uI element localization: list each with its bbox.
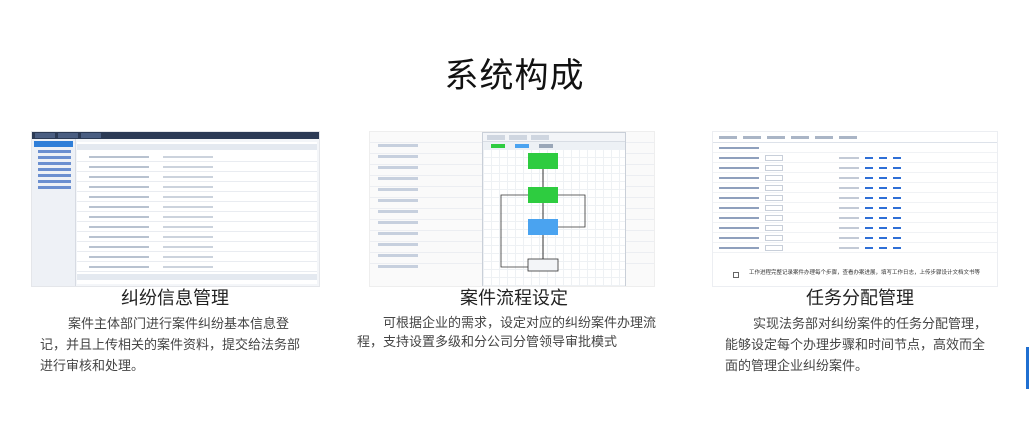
flow-node-start — [528, 153, 558, 169]
flow-chart-svg — [500, 153, 586, 272]
card-title-dispute-info: 纠纷信息管理 — [121, 288, 229, 309]
flow-diagram-panel — [482, 132, 626, 286]
checkbox-icon — [733, 272, 739, 278]
flow-node-end — [527, 258, 559, 272]
card-desc-dispute-info: 案件主体部门进行案件纠纷基本信息登记，并且上传相关的案件资料，提交给法务部进行审… — [40, 317, 301, 374]
flow-node-approve — [528, 187, 558, 203]
flow-node-review — [528, 219, 558, 235]
card-desc-task-assign: 实现法务部对纠纷案件的任务分配管理，能够设定每个办理步骤和时间节点，高效而全面的… — [725, 317, 988, 374]
case-flow-screenshot — [369, 131, 655, 287]
card-desc-case-flow: 可根据企业的需求，设定对应的纠纷案件办理流程，支持设置多级和分公司分管领导审批模… — [357, 316, 657, 350]
card-title-task-assign: 任务分配管理 — [806, 288, 914, 309]
side-float-tab[interactable] — [1026, 347, 1029, 389]
task-assign-screenshot: 工作进程完整记录案件办理每个步骤，查看办案进展，填写工作日志，上传步骤设计文档文… — [712, 131, 998, 287]
card-title-case-flow: 案件流程设定 — [460, 288, 568, 309]
dispute-info-screenshot — [31, 131, 320, 287]
page-title: 系统构成 — [444, 56, 585, 96]
screenshot-note-text: 工作进程完整记录案件办理每个步骤，查看办案进展，填写工作日志，上传步骤设计文档文… — [749, 270, 981, 276]
